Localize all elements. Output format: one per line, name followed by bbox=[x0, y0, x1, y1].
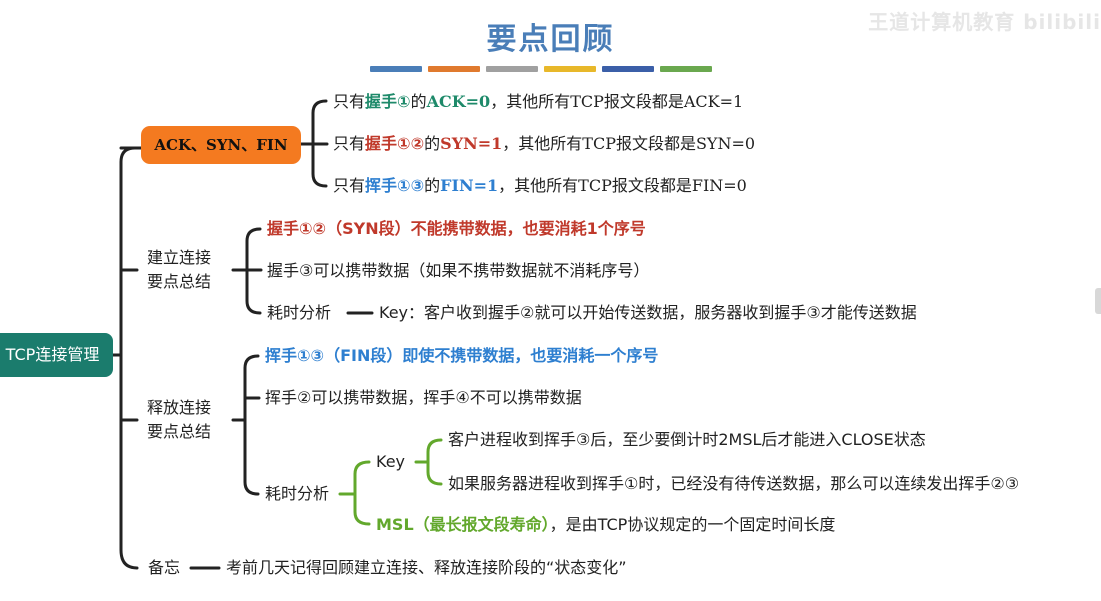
release-item-fin: 挥手①③（FIN段）即使不携带数据，也要消耗一个序号 bbox=[265, 346, 659, 365]
text-pre: 只有 bbox=[333, 92, 366, 111]
root-node-tcp: TCP连接管理 bbox=[0, 333, 113, 377]
node-release: 释放连接 要点总结 bbox=[147, 396, 211, 444]
scroll-handle[interactable] bbox=[1095, 288, 1101, 314]
watermark-logo: 王道计算机教育 bilibili bbox=[868, 10, 1101, 34]
release-key-item-server: 如果服务器进程收到挥手①时，已经没有待传送数据，那么可以连续发出挥手②③ bbox=[448, 474, 1020, 493]
node-label-line: 要点总结 bbox=[147, 422, 212, 441]
establish-timing-key: Key：客户收到握手②就可以开始传送数据，服务器收到握手③才能传送数据 bbox=[379, 303, 917, 322]
text-highlight: 握手① bbox=[365, 92, 411, 111]
release-msl: MSL（最长报文段寿命），是由TCP协议规定的一个固定时间长度 bbox=[376, 513, 835, 537]
node-label-line: 要点总结 bbox=[147, 272, 212, 291]
color-bar bbox=[428, 66, 480, 72]
text-highlight-value: SYN=1 bbox=[440, 134, 503, 153]
text-mid: 的 bbox=[424, 134, 441, 153]
node-establish: 建立连接 要点总结 bbox=[147, 246, 211, 294]
text-post: ，其他所有TCP报文段都是SYN=0 bbox=[502, 134, 756, 153]
node-label-line: 建立连接 bbox=[147, 248, 212, 267]
release-key-label: Key bbox=[376, 452, 406, 471]
establish-timing-label: 耗时分析 bbox=[267, 303, 332, 322]
color-bar bbox=[660, 66, 712, 72]
text-pre: 只有 bbox=[333, 176, 366, 195]
color-bar bbox=[602, 66, 654, 72]
text-mid: 的 bbox=[410, 92, 427, 111]
bracket-key bbox=[426, 438, 443, 486]
text-post: ，其他所有TCP报文段都是FIN=0 bbox=[498, 176, 747, 195]
text-rest: ，是由TCP协议规定的一个固定时间长度 bbox=[549, 515, 836, 534]
text-highlight: 握手①② bbox=[365, 134, 425, 153]
release-timing-label: 耗时分析 bbox=[265, 484, 330, 503]
flag-item-syn: 只有握手①②的SYN=1，其他所有TCP报文段都是SYN=0 bbox=[333, 132, 755, 156]
text-mid: 的 bbox=[424, 176, 441, 195]
establish-item-handshake3: 握手③可以携带数据（如果不携带数据就不消耗序号） bbox=[267, 261, 650, 280]
text-highlight-value: ACK=0 bbox=[426, 92, 491, 111]
node-memo: 备忘 bbox=[148, 558, 181, 577]
text-highlight: MSL（最长报文段寿命） bbox=[376, 515, 550, 534]
text-pre: 只有 bbox=[333, 134, 366, 153]
release-key-item-2msl: 客户进程收到挥手③后，至少要倒计时2MSL后才能进入CLOSE状态 bbox=[448, 430, 926, 449]
establish-item-syn: 握手①②（SYN段）不能携带数据，也要消耗1个序号 bbox=[267, 219, 646, 238]
flag-item-fin: 只有挥手①③的FIN=1，其他所有TCP报文段都是FIN=0 bbox=[333, 174, 747, 198]
release-item-data: 挥手②可以携带数据，挥手④不可以携带数据 bbox=[265, 388, 582, 407]
node-ack-syn-fin: ACK、SYN、FIN bbox=[141, 126, 301, 164]
flag-item-ack: 只有握手①的ACK=0，其他所有TCP报文段都是ACK=1 bbox=[333, 90, 743, 114]
memo-text: 考前几天记得回顾建立连接、释放连接阶段的“状态变化” bbox=[226, 558, 627, 577]
text-post: ，其他所有TCP报文段都是ACK=1 bbox=[490, 92, 744, 111]
page-title: 要点回顾 bbox=[486, 22, 615, 57]
bracket-release bbox=[243, 354, 260, 496]
spine-main bbox=[119, 146, 139, 570]
color-bar bbox=[486, 66, 538, 72]
text-highlight: 挥手①③ bbox=[365, 176, 425, 195]
color-bar bbox=[544, 66, 596, 72]
node-label-line: 释放连接 bbox=[147, 398, 212, 417]
bracket-release-timing bbox=[353, 460, 371, 526]
color-bar bbox=[370, 66, 422, 72]
text-highlight-value: FIN=1 bbox=[440, 176, 499, 195]
